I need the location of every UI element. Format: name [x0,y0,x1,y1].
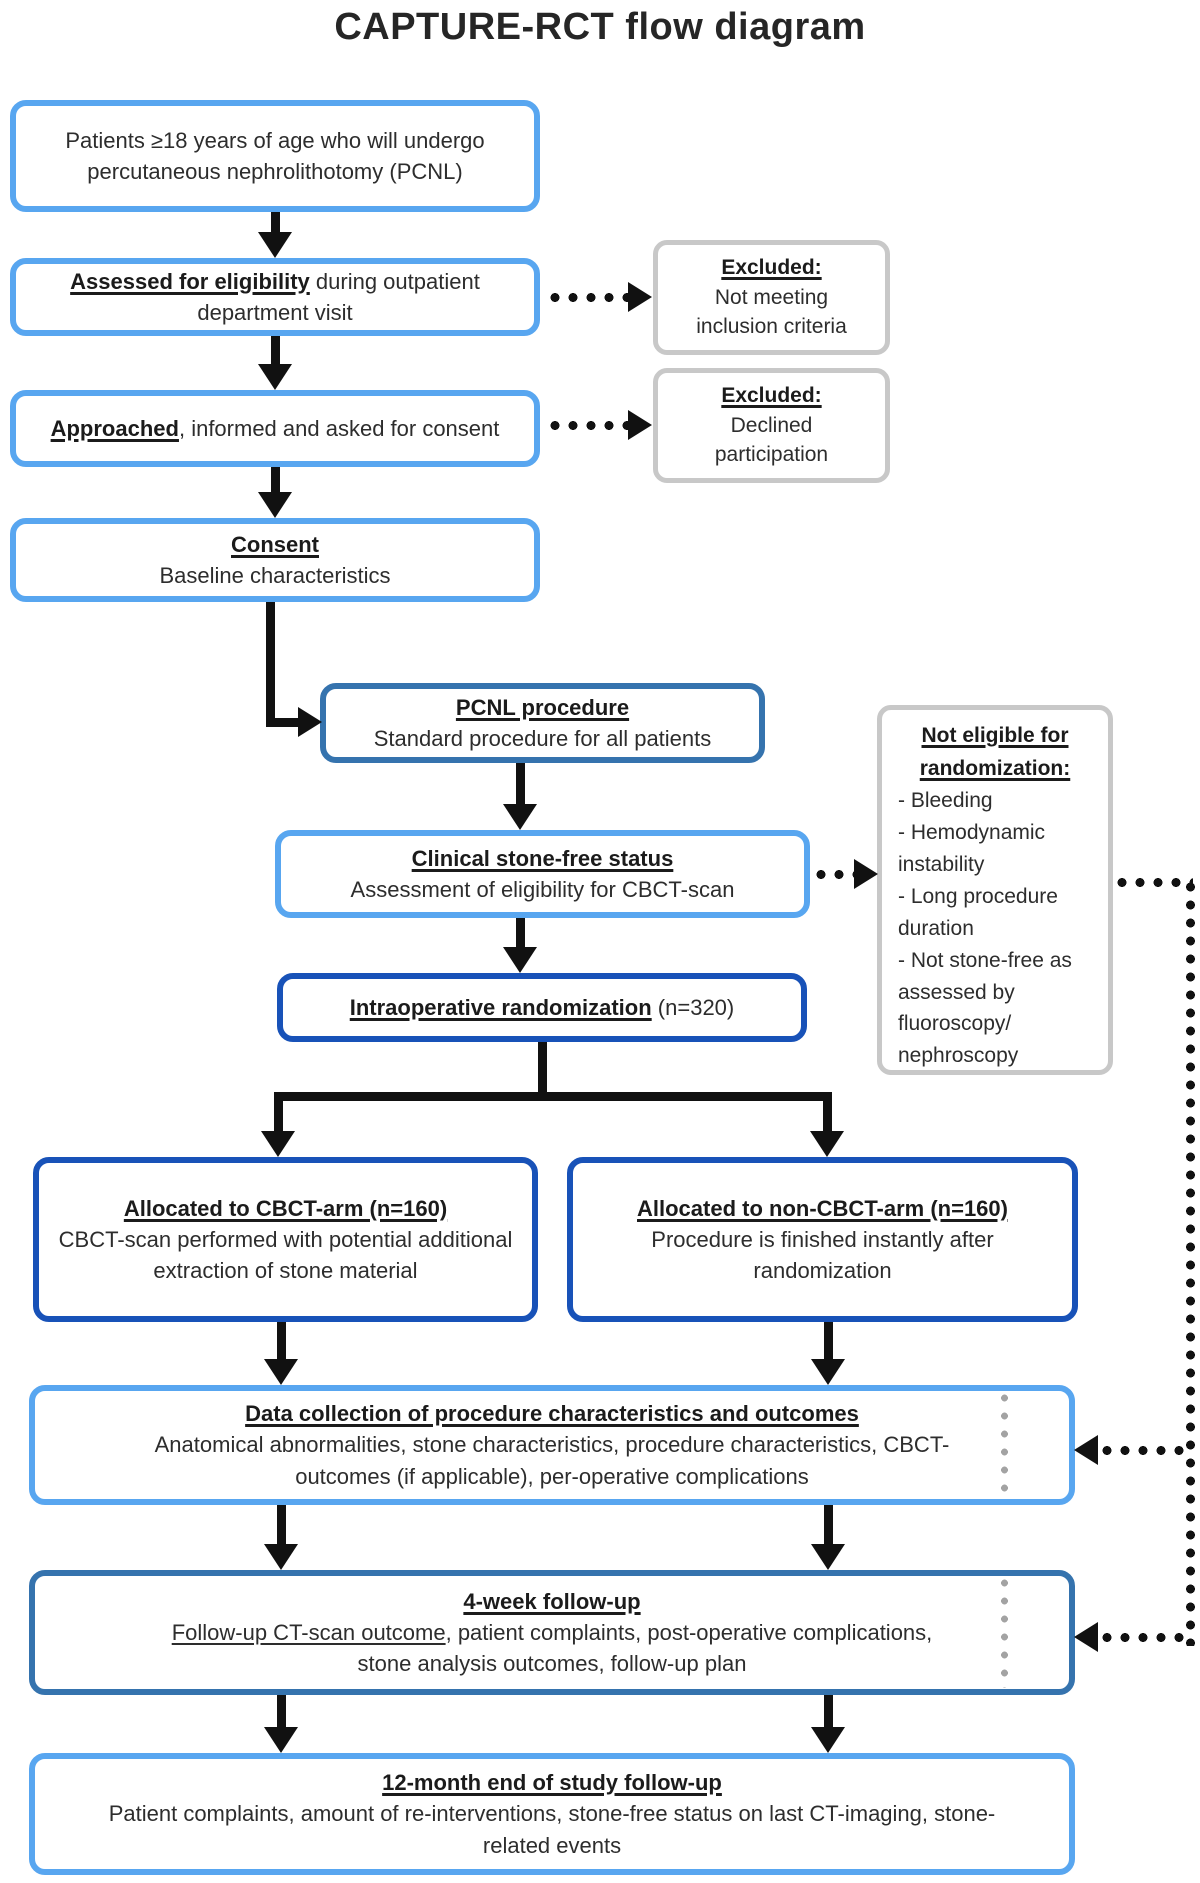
eligibility-rest: during outpatient department visit [197,268,480,325]
excluded-declined-box: Excluded: Declined participation [653,368,890,483]
data-collection-box: Data collection of procedure characteris… [29,1385,1075,1505]
arrow-clinical-randomization [516,918,525,949]
not-eligible-item: - Hemodynamic instability [898,821,1046,876]
not-eligible-item: - Long procedure duration [898,884,1058,940]
approached-rest: , informed and asked for consent [178,415,500,441]
dotted-line-into-fourweek [1098,1633,1186,1642]
gray-dotted-separator-fourweek [1001,1576,1008,1688]
non-cbct-arm-box: Allocated to non-CBCT-arm (n=160) Proced… [567,1157,1078,1322]
dotted-line-approached-excluded [546,421,630,430]
split-left-drop [274,1092,283,1133]
arrow-fourweek-twelvemonth-right [824,1695,833,1729]
twelve-month-followup-title: 12-month end of study follow-up [382,1770,722,1796]
dotted-line-right-edge-vertical [1186,878,1195,1646]
data-collection-title: Data collection of procedure characteris… [245,1401,859,1427]
dotted-line-eligibility-excluded [546,293,630,302]
arrow-data-fourweek-right [824,1505,833,1546]
four-week-followup-text: Follow-up CT-scan outcome, patient compl… [142,1617,962,1679]
split-right-drop [823,1092,832,1133]
randomization-title: Intraoperative randomization [349,994,652,1020]
arrowhead-down-icon [264,1544,298,1570]
patients-box: Patients ≥18 years of age who will under… [10,100,540,212]
cbct-arm-title: Allocated to CBCT-arm (n=160) [123,1195,448,1221]
clinical-status-text: Assessment of eligibility for CBCT-scan [350,877,735,902]
clinical-status-box: Clinical stone-free status Assessment of… [275,830,810,918]
randomization-box: Intraoperative randomization (n=320) [277,973,807,1042]
arrowhead-down-icon [264,1727,298,1753]
not-eligible-box: Not eligible for randomization: - Bleedi… [877,705,1113,1075]
arrowhead-down-icon [811,1544,845,1570]
four-week-followup-box: 4-week follow-up Follow-up CT-scan outco… [29,1570,1075,1695]
arrowhead-down-icon [811,1727,845,1753]
dotted-arrowhead-right-icon [854,859,878,889]
pcnl-title: PCNL procedure [455,694,630,720]
eligibility-title: Assessed for eligibility [70,268,310,294]
dotted-arrowhead-left-icon [1074,1622,1098,1652]
twelve-month-followup-box: 12-month end of study follow-up Patient … [29,1753,1075,1875]
split-horizontal-bar [274,1092,832,1101]
randomization-rest: (n=320) [651,994,735,1020]
elbow-consent-pcnl-horizontal [266,718,300,727]
arrowhead-down-icon [503,804,537,830]
arrow-noncbct-data [824,1322,833,1361]
cbct-arm-box: Allocated to CBCT-arm (n=160) CBCT-scan … [33,1157,538,1322]
arrowhead-down-icon [258,232,292,258]
pcnl-text: Standard procedure for all patients [373,726,712,751]
arrowhead-down-icon [261,1131,295,1157]
arrowhead-right-icon [298,707,322,737]
dotted-arrowhead-right-icon [628,282,652,312]
excluded-declined-title: Excluded: [721,383,822,407]
excluded-inclusion-text: Not meeting inclusion criteria [696,285,847,339]
twelve-month-followup-text: Patient complaints, amount of re-interve… [108,1801,996,1858]
four-week-followup-title: 4-week follow-up [463,1588,641,1614]
approached-text: Approached, informed and asked for conse… [51,413,500,444]
consent-text: Baseline characteristics [159,563,391,588]
arrowhead-down-icon [258,492,292,518]
dotted-line-into-data-collection [1098,1446,1186,1455]
dotted-arrowhead-left-icon [1074,1435,1098,1465]
gray-dotted-separator-data [1001,1391,1008,1501]
arrow-pcnl-clinical [516,763,525,806]
consent-box: Consent Baseline characteristics [10,518,540,602]
non-cbct-arm-title: Allocated to non-CBCT-arm (n=160) [637,1195,1008,1221]
not-eligible-item: - Not stone-free as assessed by fluorosc… [898,948,1072,1068]
excluded-inclusion-box: Excluded: Not meeting inclusion criteria [653,240,890,355]
four-week-rest: , patient complaints, post-operative com… [357,1619,933,1677]
randomization-text: Intraoperative randomization (n=320) [350,992,735,1023]
consent-title: Consent [231,531,319,557]
arrow-data-fourweek-left [277,1505,286,1546]
arrow-patients-eligibility [271,212,280,234]
non-cbct-arm-text: Procedure is finished instantly after ra… [651,1226,994,1284]
excluded-declined-text: Declined participation [714,413,829,467]
arrow-approached-consent [271,467,280,494]
split-center-drop [538,1042,547,1094]
excluded-inclusion-title: Excluded: [721,255,822,279]
eligibility-box: Assessed for eligibility during outpatie… [10,258,540,336]
page-title: CAPTURE-RCT flow diagram [334,6,866,48]
arrowhead-down-icon [503,947,537,973]
arrowhead-down-icon [810,1131,844,1157]
approached-box: Approached, informed and asked for conse… [10,390,540,467]
data-collection-text: Anatomical abnormalities, stone characte… [154,1432,950,1489]
eligibility-text: Assessed for eligibility during outpatie… [26,266,524,328]
approached-title: Approached [50,415,179,441]
not-eligible-list: - Bleeding - Hemodynamic instability - L… [896,785,1094,1072]
arrowhead-down-icon [258,364,292,390]
arrow-fourweek-twelvemonth-left [277,1695,286,1729]
not-eligible-item: - Bleeding [898,789,993,813]
arrowhead-down-icon [264,1359,298,1385]
not-eligible-title: Not eligible for randomization: [919,724,1071,780]
arrow-eligibility-approached [271,336,280,366]
dotted-arrowhead-right-icon [628,410,652,440]
patients-text: Patients ≥18 years of age who will under… [65,127,485,184]
clinical-status-title: Clinical stone-free status [411,845,674,871]
elbow-consent-pcnl-vertical [266,602,275,727]
four-week-ct-outcome: Follow-up CT-scan outcome [171,1619,446,1645]
dotted-line-noteligible-right [1113,878,1193,887]
dotted-line-clinical-noteligible [812,870,856,879]
arrowhead-down-icon [811,1359,845,1385]
arrow-cbct-data [277,1322,286,1361]
pcnl-box: PCNL procedure Standard procedure for al… [320,683,765,763]
cbct-arm-text: CBCT-scan performed with potential addit… [58,1226,513,1284]
